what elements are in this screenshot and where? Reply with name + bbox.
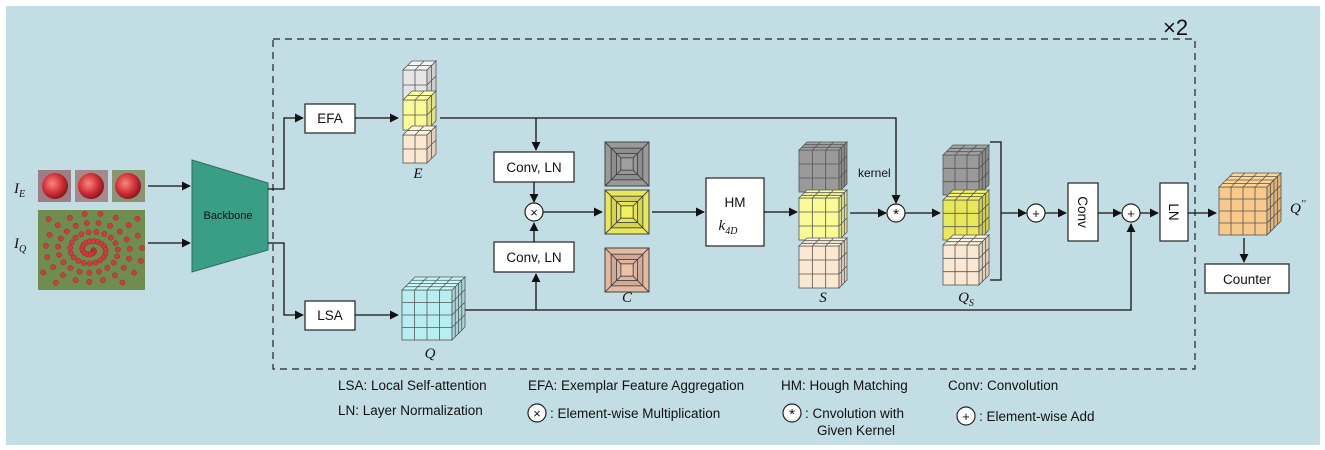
qs-cube-peach xyxy=(942,234,990,286)
legend-add-symbol xyxy=(956,406,976,426)
q-cube xyxy=(401,276,466,341)
add-op-1-symbol: + xyxy=(1032,206,1040,221)
query-image xyxy=(38,210,145,290)
legend-add-symbol-text: + xyxy=(962,409,970,424)
hm-title: HM xyxy=(725,195,746,210)
multiply-op-symbol: × xyxy=(530,205,538,220)
legend-conv: Conv: Convolution xyxy=(948,378,1058,393)
backbone-block xyxy=(191,159,269,273)
exemplar-feature-stack xyxy=(402,60,437,164)
add-op-2-symbol: + xyxy=(1127,206,1135,221)
repeat-block xyxy=(272,38,1196,370)
legend-efa: EFA: Exemplar Feature Aggregation xyxy=(528,378,744,393)
s-cube-yellow xyxy=(798,189,848,241)
output-feature-cube xyxy=(1218,172,1282,236)
c-volume-gray xyxy=(604,141,650,187)
lsa-block xyxy=(304,300,356,331)
e-cube-gray xyxy=(402,60,437,101)
conv-ln-bottom-label: Conv, LN xyxy=(506,250,561,265)
qs-stack xyxy=(942,144,990,286)
s-cube-gray xyxy=(798,141,848,193)
qs-cube-gray xyxy=(942,144,990,196)
legend-multiply-symbol-text: × xyxy=(533,406,541,421)
legend-ln: LN: Layer Normalization xyxy=(338,403,483,418)
c-volume-yellow xyxy=(604,189,650,235)
legend-cnv-line2: Given Kernel xyxy=(817,423,895,438)
backbone-to-lsa xyxy=(268,242,304,320)
conv-ln-top-label: Conv, LN xyxy=(506,160,561,175)
tensor-q-label: Q xyxy=(425,346,436,362)
conv-block xyxy=(1067,182,1099,242)
s-cube-peach xyxy=(798,237,848,289)
efa-label: EFA xyxy=(317,111,343,126)
legend-hm: HM: Hough Matching xyxy=(781,378,908,393)
legend-cnv-line1: : Cnvolution with xyxy=(805,406,904,421)
q-to-add xyxy=(465,223,1136,311)
e-to-kernel xyxy=(440,117,901,204)
counter-label: Counter xyxy=(1223,272,1272,287)
c-volume-peach xyxy=(604,247,650,293)
layer-norm-block xyxy=(1159,182,1189,242)
kernel-conv-op-symbol: * xyxy=(893,206,899,223)
tensor-s-label: S xyxy=(819,290,827,306)
e-cube-peach xyxy=(402,125,437,164)
legend-add: : Element-wise Add xyxy=(979,409,1095,424)
qs-bracket xyxy=(990,141,1002,281)
tensor-c-label: C xyxy=(622,290,633,306)
efa-block xyxy=(304,103,356,134)
counter-block xyxy=(1204,263,1290,294)
legend-lsa: LSA: Local Self-attention xyxy=(338,378,487,393)
tensor-e-label: E xyxy=(412,166,422,182)
query-feature-cube xyxy=(401,276,466,341)
repeat-label: ×2 xyxy=(1163,15,1188,40)
legend-mult: : Element-wise Multiplication xyxy=(550,406,720,421)
legend-conv-kernel-symbol-text: * xyxy=(789,406,795,423)
correlation-volume-stack xyxy=(604,141,650,293)
similarity-stack xyxy=(798,141,848,289)
legend-multiply-symbol xyxy=(527,403,547,423)
conv-label: Conv xyxy=(1075,196,1090,228)
e-cube-yellow xyxy=(402,90,437,131)
kernel-label: kernel xyxy=(858,166,891,180)
qs-cube-yellow xyxy=(942,189,990,241)
backbone-label: Backbone xyxy=(204,210,253,222)
out-cube xyxy=(1218,172,1282,236)
legend-conv-kernel-symbol xyxy=(782,403,802,423)
ln-label: LN xyxy=(1166,203,1181,220)
backbone-to-efa xyxy=(268,113,304,190)
lsa-label: LSA xyxy=(317,308,343,323)
exemplar-images xyxy=(38,170,145,202)
